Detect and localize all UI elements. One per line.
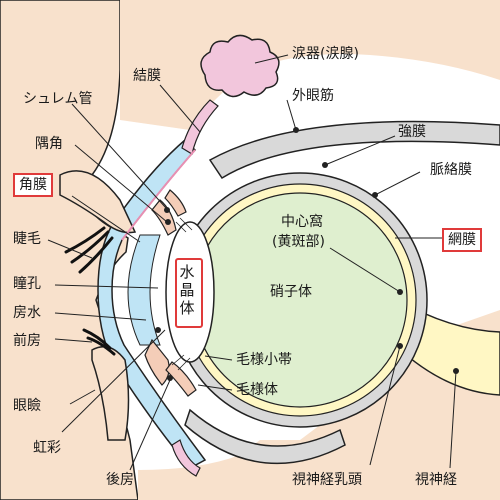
lower-muscle — [184, 408, 346, 465]
label-zonule: 毛様小帯 — [236, 352, 292, 368]
face-skin-right — [120, 0, 500, 500]
label-schlemm-canal: シュレム管 — [23, 91, 93, 107]
label-anterior-chamber: 前房 — [13, 333, 41, 349]
label-sclera: 強膜 — [398, 124, 426, 140]
ciliary-lower — [165, 361, 197, 397]
label-optic-nerve: 視神経 — [415, 472, 457, 488]
label-fovea: 中心窩 — [281, 214, 323, 230]
label-aqueous-humor: 房水 — [13, 305, 41, 321]
label-eyelid: 眼瞼 — [13, 398, 41, 414]
lacrimal-gland-icon — [200, 34, 280, 98]
anterior-chamber-shape — [127, 234, 161, 346]
lens-label-box — [175, 258, 203, 328]
label-eyelash: 睫毛 — [13, 231, 41, 247]
label-macula: (黄斑部) — [272, 234, 325, 250]
lower-eyelash-icon — [82, 328, 116, 356]
label-vitreous: 硝子体 — [270, 284, 312, 300]
label-extraocular-muscle: 外眼筋 — [292, 88, 334, 104]
label-ciliary-body: 毛様体 — [236, 382, 278, 398]
label-iris: 虹彩 — [33, 440, 61, 456]
cornea-outline-pink — [121, 149, 196, 241]
label-pupil: 瞳孔 — [13, 276, 41, 292]
label-choroid: 脈絡膜 — [430, 162, 472, 178]
label-retina: 網膜 — [442, 228, 482, 252]
zonule-fibers — [171, 217, 193, 371]
extraocular-muscle — [208, 120, 500, 180]
conjunctiva-shape — [181, 99, 219, 155]
label-cornea: 角膜 — [13, 173, 53, 197]
leader-lines — [47, 54, 457, 471]
iris-lower — [144, 338, 170, 386]
label-conjunctiva: 結膜 — [133, 68, 161, 84]
label-angle: 隅角 — [35, 136, 63, 152]
upper-eyelash-icon — [64, 226, 114, 274]
label-posterior-chamber: 後房 — [106, 472, 134, 488]
lower-eyelid — [91, 345, 130, 441]
label-lacrimal-gland: 涙器(涙腺) — [292, 46, 359, 62]
label-optic-disc: 視神経乳頭 — [292, 472, 362, 488]
conjunctiva-lower — [171, 439, 201, 477]
upper-eyelid — [59, 170, 137, 234]
label-lens: 水晶体 — [179, 263, 195, 317]
ciliary-upper — [164, 189, 187, 217]
